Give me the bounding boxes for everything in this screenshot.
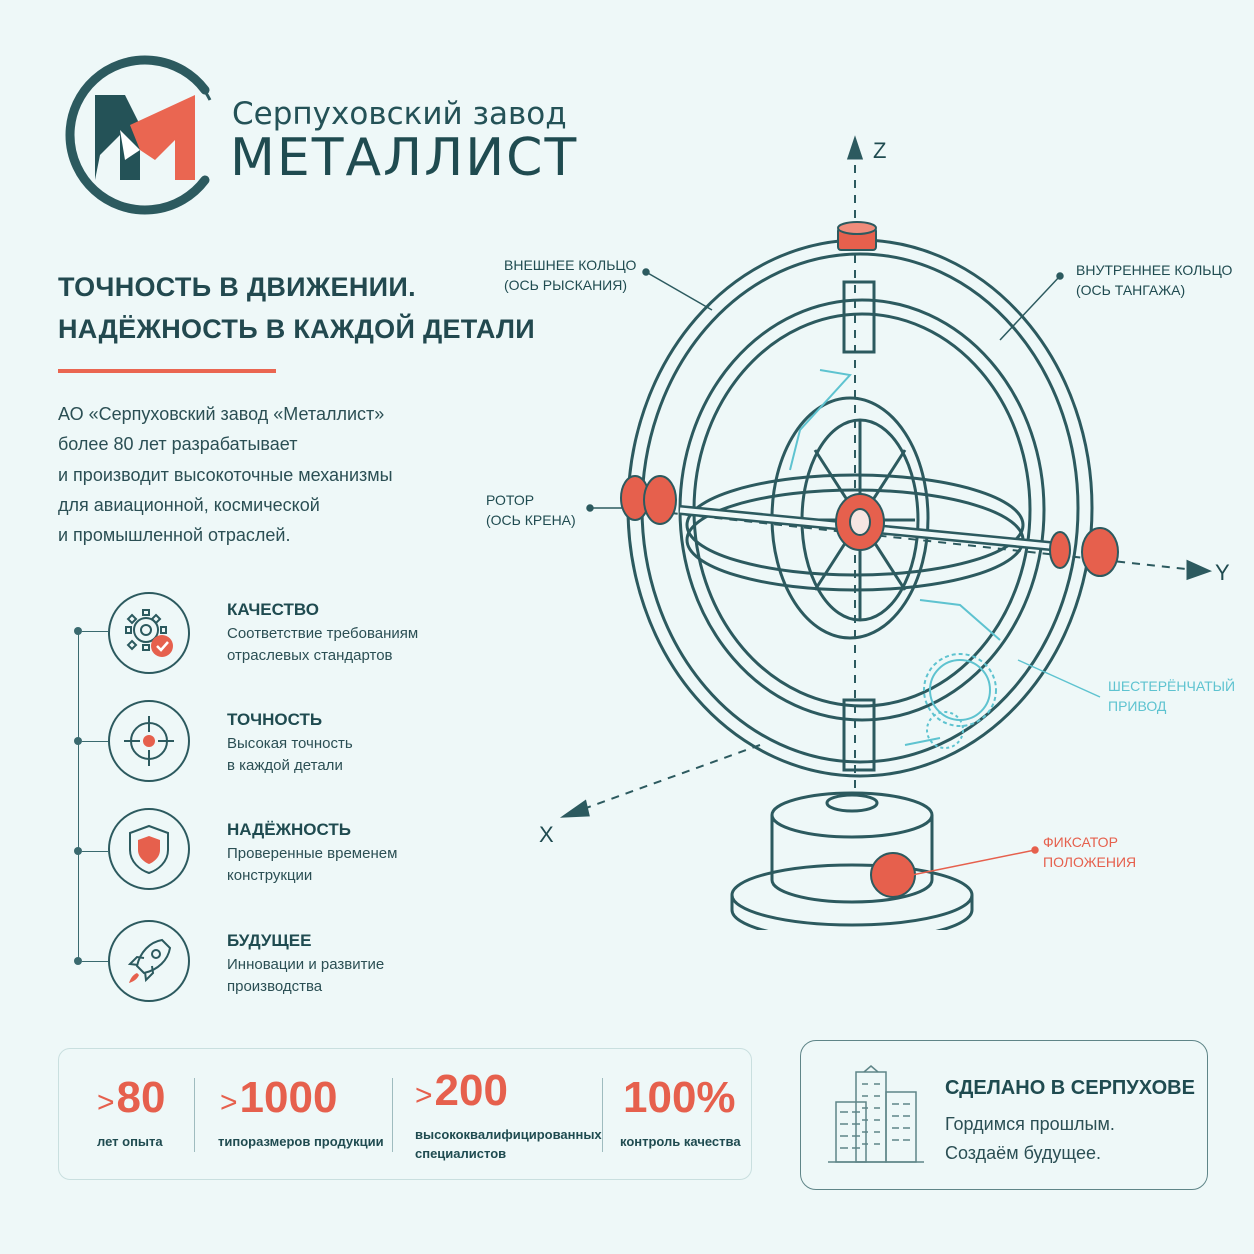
stats-panel: [58, 1048, 752, 1180]
stat-label: лет опыта: [97, 1134, 163, 1149]
stat-label: типоразмеров продукции: [218, 1134, 384, 1149]
feature-title: БУДУЩЕЕ: [227, 931, 312, 950]
intro-line-1: АО «Серпуховский завод «Металлист»: [58, 404, 385, 424]
feature-desc-line-1: Высокая точность: [227, 735, 353, 752]
timeline-connector: [82, 961, 108, 962]
gyroscope-illustration: [559, 135, 1213, 930]
feature-desc-line-2: конструкции: [227, 867, 313, 884]
feature-title: ТОЧНОСТЬ: [227, 710, 323, 729]
stat-value: 100%: [623, 1073, 736, 1122]
feature-desc-line-2: в каждой детали: [227, 757, 343, 774]
feature-title: КАЧЕСТВО: [227, 600, 319, 619]
stat-value: >1000: [220, 1073, 338, 1122]
headline-line-1: ТОЧНОСТЬ В ДВИЖЕНИИ.: [58, 272, 416, 302]
stat-label: контроль качества: [620, 1134, 741, 1149]
headline-underline: [58, 369, 276, 373]
headline-line-2: НАДЁЖНОСТЬ В КАЖДОЙ ДЕТАЛИ: [58, 314, 535, 344]
stats-divider: [602, 1078, 603, 1152]
stats-divider: [392, 1078, 393, 1152]
rocket-icon: [108, 920, 190, 1002]
label-gear-drive: ШЕСТЕРЁНЧАТЫЙ ПРИВОД: [1108, 678, 1236, 714]
feature-title: НАДЁЖНОСТЬ: [227, 820, 351, 839]
brand-subtitle: Серпуховский завод: [232, 96, 567, 132]
label-rotor: РОТОР (ОСЬ КРЕНА): [486, 492, 576, 528]
made-in-card: [800, 1040, 1208, 1190]
gear-check-icon: [108, 592, 190, 674]
made-in-line-2: Создаём будущее.: [945, 1143, 1102, 1163]
intro-line-5: и промышленной отраслей.: [58, 525, 291, 545]
feature-timeline: [78, 630, 79, 962]
shield-icon: [108, 808, 190, 890]
feature-desc-line-1: Инновации и развитие: [227, 956, 385, 973]
axis-label-y: Y: [1215, 560, 1230, 585]
feature-desc-line-2: отраслевых стандартов: [227, 647, 393, 664]
feature-desc-line-2: производства: [227, 978, 323, 995]
stat-label: высококвалифицированных специалистов: [415, 1127, 602, 1161]
timeline-connector: [82, 631, 108, 632]
made-in-title: СДЕЛАНО В СЕРПУХОВЕ: [945, 1077, 1195, 1099]
intro-line-4: для авиационной, космической: [58, 495, 320, 515]
brand-name: МЕТАЛЛИСТ: [230, 128, 579, 188]
timeline-dot: [74, 847, 82, 855]
axis-label-x: X: [539, 822, 554, 847]
building-icon: [828, 1065, 924, 1163]
timeline-dot: [74, 737, 82, 745]
label-inner-ring: ВНУТРЕННЕЕ КОЛЬЦО (ОСЬ ТАНГАЖА): [1076, 262, 1233, 298]
axis-label-z: Z: [873, 138, 887, 163]
stat-value: >200: [415, 1066, 508, 1115]
stat-value: >80: [97, 1073, 166, 1122]
timeline-connector: [82, 851, 108, 852]
intro-line-2: более 80 лет разрабатывает: [58, 434, 298, 454]
stats-divider: [194, 1078, 195, 1152]
made-in-line-1: Гордимся прошлым.: [945, 1114, 1115, 1134]
timeline-dot: [74, 957, 82, 965]
label-position-lock: ФИКСАТОР ПОЛОЖЕНИЯ: [1043, 834, 1137, 870]
label-outer-ring: ВНЕШНЕЕ КОЛЬЦО (ОСЬ РЫСКАНИЯ): [504, 257, 637, 293]
timeline-dot: [74, 627, 82, 635]
intro-line-3: и производит высокоточные механизмы: [58, 465, 393, 485]
feature-desc-line-1: Соответствие требованиям: [227, 625, 419, 642]
crosshair-icon: [108, 700, 190, 782]
feature-desc-line-1: Проверенные временем: [227, 845, 398, 862]
company-logo: [65, 55, 212, 215]
timeline-connector: [82, 741, 108, 742]
